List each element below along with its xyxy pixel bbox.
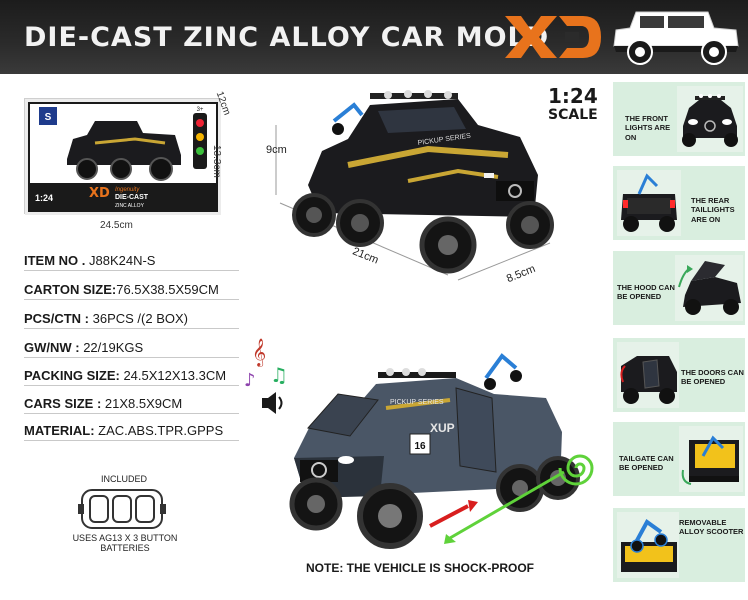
page-title: DIE-CAST ZINC ALLOY CAR MOLD [24, 22, 550, 53]
feature-card-front-lights: THE FRONT LIGHTS ARE ON [613, 82, 745, 156]
feature-card-doors: THE DOORS CAN BE OPENED [613, 338, 745, 412]
spec-carton-size: CARTON SIZE:76.5X38.5X59CM [24, 282, 239, 300]
doors-open-photo [617, 342, 679, 408]
feature-card-hood: THE HOOD CAN BE OPENED [613, 251, 745, 325]
spec-key: CARTON SIZE: [24, 282, 117, 297]
scale-word: SCALE [548, 107, 598, 123]
battery-note-line2: BATTERIES [100, 543, 150, 553]
box-width-label: 24.5cm [100, 220, 133, 231]
feature-caption: REMOVABLE ALLOY SCOOTER [679, 518, 744, 537]
scooter-photo [617, 512, 679, 578]
spec-pcs-ctn: PCS/CTN : 36PCS /(2 BOX) [24, 311, 239, 329]
red-curved-arrow-icon [620, 365, 626, 383]
feature-caption: THE FRONT LIGHTS ARE ON [625, 114, 671, 142]
box-age-badge: 3+ [197, 107, 204, 113]
spec-value: ZAC.ABS.TPR.GPPS [94, 423, 224, 438]
spec-key: PACKING SIZE: [24, 368, 120, 383]
feature-caption: THE HOOD CAN BE OPENED [617, 283, 675, 302]
feature-caption: THE DOORS CAN BE OPENED [681, 368, 744, 387]
sound-icons: 𝄞 ♪ ♫ [244, 338, 288, 414]
tailgate-open-photo [679, 426, 743, 492]
car-door-text: XUP [430, 421, 455, 435]
feature-caption: THE REAR TAILLIGHTS ARE ON [691, 196, 735, 224]
treble-clef-icon: 𝄞 [252, 338, 266, 367]
package-box: S 1:24 XD Ingenuity DIE-CAST ZINC ALLOY … [24, 98, 221, 215]
speaker-icon [262, 392, 283, 414]
red-arrow-icon [429, 504, 469, 528]
jeep-silhouette-icon [613, 11, 739, 65]
spec-item-no: ITEM NO . J88K24N-S [24, 253, 239, 271]
header-banner: DIE-CAST ZINC ALLOY CAR MOLD [0, 0, 748, 74]
spec-value: 36PCS /(2 BOX) [89, 311, 188, 326]
battery-note-line1: USES AG13 X 3 BUTTON [72, 533, 178, 543]
spec-packing-size: PACKING SIZE: 24.5X12X13.3CM [24, 368, 239, 386]
spec-value: 24.5X12X13.3CM [119, 368, 227, 383]
scale-badge: 1:24 SCALE [548, 86, 598, 122]
package-box-illustration: S 1:24 XD Ingenuity DIE-CAST ZINC ALLOY … [25, 99, 221, 215]
box-scale-label: 1:24 [35, 193, 53, 203]
feature-card-tailgate: TAILGATE CAN BE OPENED [613, 422, 745, 496]
car-feature-illustration: 16 XUP PICKUP SERIES [289, 353, 594, 549]
battery-pack-icon [78, 489, 166, 529]
battery-included-label: INCLUDED [100, 474, 147, 484]
spec-value: 76.5X38.5X59CM [116, 282, 219, 297]
front-lights-photo [677, 86, 743, 152]
car-number-label: 16 [414, 441, 426, 452]
rear-taillights-photo [617, 170, 681, 236]
spec-key: PCS/CTN : [24, 311, 89, 326]
box-brand-line2: DIE-CAST [115, 194, 149, 201]
spec-key: GW/NW : [24, 340, 80, 355]
scale-ratio: 1:24 [548, 84, 598, 108]
spec-material: MATERIAL: ZAC.ABS.TPR.GPPS [24, 423, 239, 441]
spec-value: J88K24N-S [85, 253, 156, 268]
width-dimension-line [457, 242, 551, 281]
green-arrow-icon [449, 470, 565, 540]
car-dimension-diagram: PICKUP SERIES [275, 90, 554, 281]
music-notes-icon: ♫ [270, 363, 288, 387]
feature-caption: TAILGATE CAN BE OPENED [619, 454, 674, 473]
hood-open-photo [675, 255, 743, 321]
svg-text:S: S [45, 112, 52, 123]
xd-logo [505, 16, 601, 58]
box-height-label: 13.3cm [211, 145, 222, 178]
shock-proof-note: NOTE: THE VEHICLE IS SHOCK-PROOF [306, 561, 535, 575]
curved-arrow-icon [681, 469, 692, 485]
box-brand-line1: Ingenuity [115, 187, 140, 193]
spec-key: ITEM NO . [24, 253, 86, 268]
spec-key: CARS SIZE : [24, 396, 102, 411]
music-note-icon: ♪ [244, 370, 256, 391]
box-logo-text: XD [89, 186, 110, 201]
box-brand-line3: ZINC ALLOY [115, 203, 145, 209]
feature-card-rear-taillights: THE REAR TAILLIGHTS ARE ON [613, 166, 745, 240]
spec-value: 22/19KGS [79, 340, 144, 355]
shock-spiral-icon [558, 454, 594, 486]
car-height-label: 9cm [266, 144, 287, 156]
car-bottom-side-text: PICKUP SERIES [390, 399, 444, 406]
feature-card-scooter: REMOVABLE ALLOY SCOOTER [613, 508, 745, 582]
spec-gw-nw: GW/NW : 22/19KGS [24, 340, 239, 358]
spec-key: MATERIAL: [24, 423, 95, 438]
spec-cars-size: CARS SIZE : 21X8.5X9CM [24, 396, 239, 414]
spec-value: 21X8.5X9CM [101, 396, 183, 411]
